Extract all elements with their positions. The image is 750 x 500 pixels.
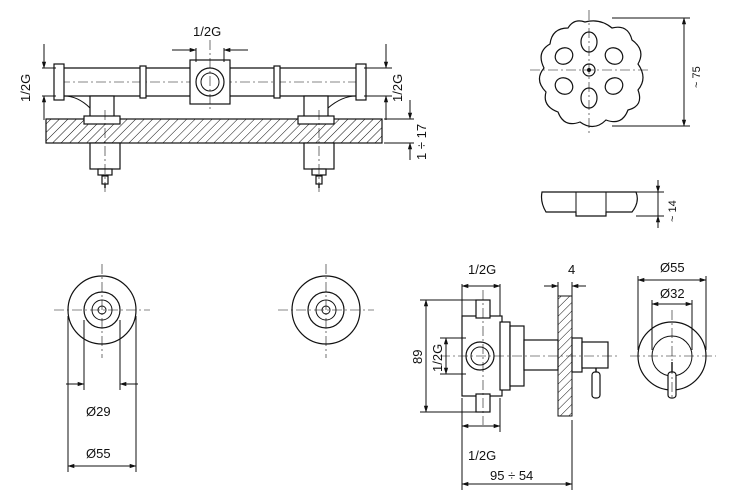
label-dia-32: Ø32: [660, 286, 685, 301]
label-range-17: 1 ÷ 17: [414, 124, 429, 160]
label-thread-top: 1/2G: [193, 24, 221, 39]
rosette-left: Ø29 Ø55: [54, 264, 150, 472]
rosette-right: [278, 264, 374, 358]
label-thread-left: 1/2G: [18, 74, 33, 102]
label-thread-mixer-side: 1/2G: [430, 344, 445, 372]
label-dia-29: Ø29: [86, 404, 111, 419]
label-approx-75: ~ 75: [691, 66, 703, 88]
handle-side-view: ~ 14: [540, 180, 679, 228]
label-thread-mixer-top: 1/2G: [468, 262, 496, 277]
handle-profile: [540, 191, 638, 217]
front-view-bar: 1/2G 1/2G 1/2G 1 ÷ 17: [18, 24, 429, 195]
label-dia-55-right: Ø55: [660, 260, 685, 275]
label-thread-right: 1/2G: [390, 74, 405, 102]
handle-top-view: ~ 75: [530, 10, 703, 135]
mixer-section: 1/2G 4 89 1/2G 1/2G 95 ÷ 54: [410, 262, 620, 490]
label-dim-4: 4: [568, 262, 575, 277]
label-thread-mixer-bottom: 1/2G: [468, 448, 496, 463]
label-approx-14: ~ 14: [667, 200, 679, 222]
escutcheon-front: Ø55 Ø32: [630, 260, 716, 400]
label-dim-89: 89: [410, 350, 425, 364]
label-dia-55-left: Ø55: [86, 446, 111, 461]
label-range-95-54: 95 ÷ 54: [490, 468, 533, 483]
